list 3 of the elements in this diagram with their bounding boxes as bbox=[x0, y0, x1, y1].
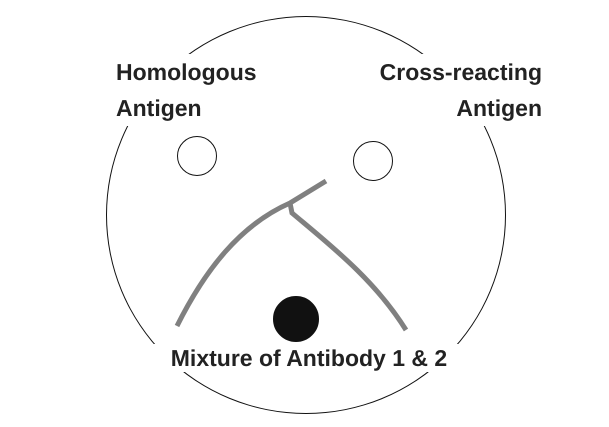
antibody-well bbox=[272, 296, 318, 342]
antigen-well bbox=[352, 140, 392, 180]
antigen-well bbox=[176, 136, 216, 176]
